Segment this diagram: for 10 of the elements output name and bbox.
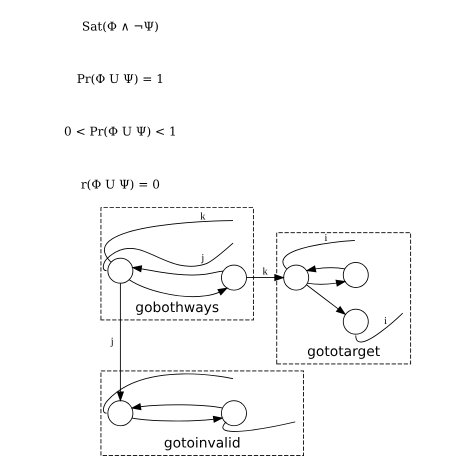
edge-label: i [384,316,388,327]
label: Sat(Φ ∧ ¬Ψ) [82,19,159,34]
label: 0 < Pr(Φ U Ψ) < 1 [64,124,177,139]
edge-label: i [324,232,328,244]
edge-label: k [200,211,206,222]
edge-label: j [201,252,204,264]
label: r(Φ U Ψ) = 0 [80,177,160,192]
edge-label: k [262,266,268,278]
edge-label: j [110,336,114,348]
label: Pr(Φ U Ψ) = 1 [76,72,164,86]
